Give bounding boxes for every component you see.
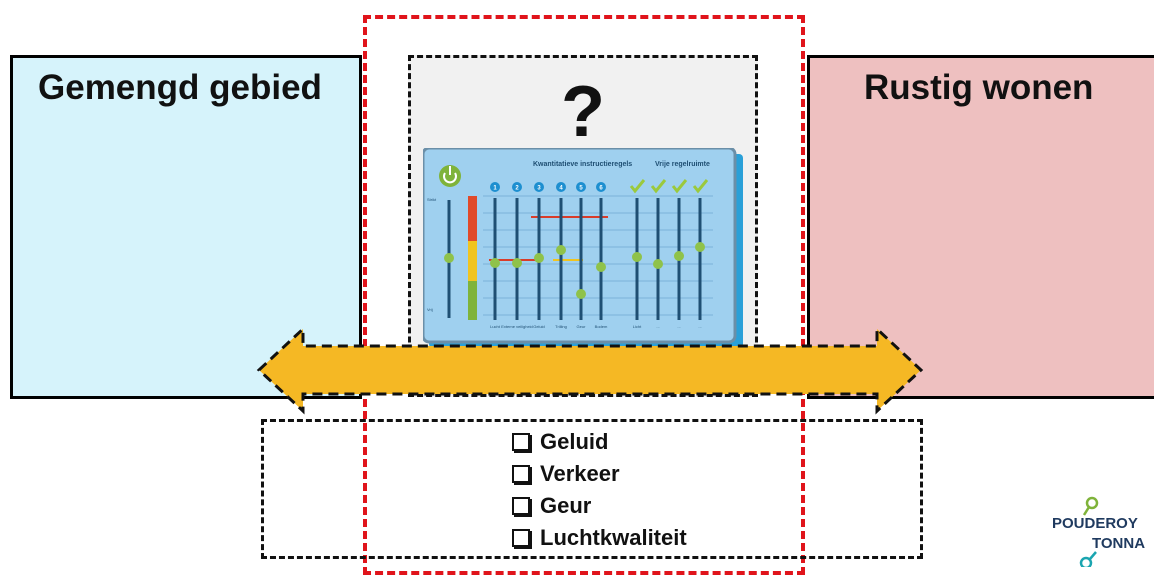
checkmark-icon [692,179,709,194]
logo-node-icon [1079,556,1093,567]
check-item-label: Luchtkwaliteit [540,525,687,550]
double-arrow-shape [256,325,924,415]
pouderoyen-logo: POUDEROY TONNA [1052,496,1145,567]
slider-number-badge [576,182,586,192]
checkbox-icon[interactable] [512,433,530,451]
slider-label: ... [698,324,701,329]
slider-knob [512,258,522,268]
slider-knob [556,245,566,255]
slider-number-badge [490,182,500,192]
slider-label: Geluid [533,324,545,329]
checkmark-icon [650,179,667,194]
slider-knob [490,258,500,268]
slider-label: Trilling [555,324,567,329]
slider-label: Bodem [595,324,608,329]
logo-node-icon [1085,496,1099,510]
power-icon [439,165,461,187]
checkmark-icon [671,179,688,194]
slider-number-badge [596,182,606,192]
slider-label: ... [677,324,680,329]
slider-label: Geur [577,324,587,329]
aspects-box [261,419,923,559]
slider-number: 4 [559,186,563,192]
slider-number-badge [534,182,544,192]
slider-number-badge [512,182,522,192]
panel-title-right: Vrije regelruimte [655,161,710,168]
slider-knob [674,251,684,261]
mixed-area-zone: Gemengd gebied [10,55,362,399]
power-icon-glyph [443,172,457,184]
slider-knob [653,259,663,269]
slider-knob [534,253,544,263]
slider-label: Licht [633,324,642,329]
slider-number: 6 [599,186,603,192]
check-item-label: Geluid [540,429,609,454]
slider-label: ... [656,324,659,329]
double-arrow [256,325,924,415]
check-item-luchtkwaliteit[interactable]: Luchtkwaliteit [512,522,687,554]
checkmark-icon [629,179,646,194]
check-item-geur[interactable]: Geur [512,490,687,522]
check-item-label: Geur [540,493,592,518]
mixing-panel-illustration: Kwantitatieve instructieregels Vrije reg… [423,148,743,348]
quiet-living-zone: Rustig wonen [807,55,1154,399]
check-item-geluid[interactable]: Geluid [512,426,687,458]
slider-knob [695,242,705,252]
free-space-sliders: Licht......... [629,179,709,329]
mixed-area-title: Gemengd gebied [38,68,322,107]
scale-top-label: Strikt [427,197,437,202]
slider-number: 5 [579,186,583,192]
check-item-label: Verkeer [540,461,620,486]
slider-number-badge [556,182,566,192]
logo-text-line2: TONNA [1092,535,1145,552]
panel-title-left: Kwantitatieve instructieregels [533,161,632,168]
slider-label: Lucht [490,324,501,329]
slider-number: 1 [493,186,497,192]
slider-knob [632,252,642,262]
scale-bottom-label: Vrij [427,307,433,312]
slider-number: 2 [515,186,519,192]
checkbox-icon[interactable] [512,529,530,547]
checkbox-icon[interactable] [512,465,530,483]
checkbox-icon[interactable] [512,497,530,515]
slider-label: Externe veiligheid [501,324,533,329]
slider-number: 3 [537,186,541,192]
slider-knob [576,289,586,299]
slider-knob [596,262,606,272]
check-item-verkeer[interactable]: Verkeer [512,458,687,490]
panel-gridlines [483,195,713,316]
quiet-living-title: Rustig wonen [864,68,1094,107]
question-mark: ? [561,72,605,152]
aspects-checklist: Geluid Verkeer Geur Luchtkwaliteit [512,426,687,554]
logo-text-line1: POUDEROY [1052,515,1138,532]
